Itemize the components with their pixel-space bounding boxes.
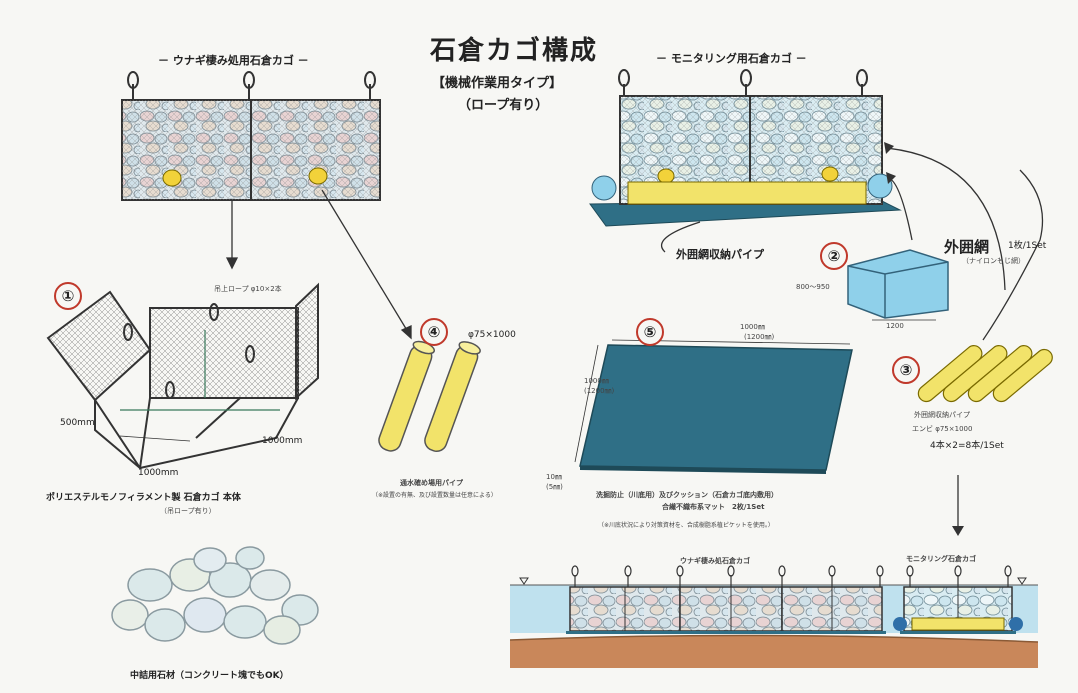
outer-net-dim-h: 800～950 <box>796 283 830 291</box>
right-heading: － モニタリング用石倉カゴ － <box>656 52 807 65</box>
outer-pipes-illustration <box>917 345 1053 403</box>
outer-net-illustration <box>847 249 949 319</box>
mat-note: （※川底状況により対策資材を、合成樹脂系植ピケットを使用。） <box>598 522 774 529</box>
rope-spec: 吊上ロープ φ10×2本 <box>214 285 282 293</box>
item-number-1: ① <box>54 282 82 310</box>
item-number-5: ⑤ <box>636 318 664 346</box>
outer-net-qty: 1枚/1Set <box>1008 241 1047 251</box>
mat-dim-top-sub: (1200㎜) <box>744 333 775 341</box>
item-number-3: ③ <box>892 356 920 384</box>
monitoring-gabion-illustration <box>589 69 902 227</box>
rope-subtitle: （ロープ有り） <box>458 98 549 113</box>
outer-net-name: 外囲網 <box>944 238 990 256</box>
mat-thickness-sub: (5㎜) <box>546 483 563 491</box>
cage-body-label: ポリエステルモノフィラメント製 石倉カゴ 本体 <box>46 493 241 503</box>
page-title: 石倉カゴ構成 <box>430 36 599 66</box>
drain-pipes-illustration <box>378 340 481 453</box>
outer-pipe-label: 外囲網収納パイプ <box>676 248 764 261</box>
filler-label: 中詰用石材（コンクリート塊でもOK） <box>130 671 289 681</box>
pipe-set-label: 外囲網収納パイプ <box>914 411 970 419</box>
mat-dim-top: 1000㎜ <box>740 323 765 331</box>
mat-dim-side: 1000㎜ <box>584 377 609 385</box>
arrow-heads-right <box>884 142 964 536</box>
unagi-gabion-illustration <box>121 71 381 201</box>
pipe-set-spec: エンビ φ75×1000 <box>912 425 973 433</box>
dim-width: 1000mm <box>138 468 179 478</box>
outer-net-dim-w: 1200 <box>886 322 904 330</box>
mat-label-1: 洗掘防止（川底用）及びクッション（石倉カゴ底内敷用） <box>596 491 778 499</box>
drain-pipe-label: 通水確め場用パイプ <box>400 479 463 487</box>
mat-thickness: 10㎜ <box>546 473 562 481</box>
open-cage-illustration <box>46 282 319 470</box>
filler-stones-illustration <box>111 546 319 645</box>
drain-pipe-spec: φ75×1000 <box>468 330 516 340</box>
item-number-4: ④ <box>420 318 448 346</box>
dim-line <box>119 435 191 442</box>
section-label-monitor: モニタリング石倉カゴ <box>906 555 976 563</box>
dim-depth: 1000mm <box>262 436 303 446</box>
cage-body-note: （吊ロープ有り） <box>160 507 216 515</box>
left-heading: － ウナギ棲み処用石倉カゴ － <box>158 54 309 67</box>
mat-dim-side-sub: (1200㎜) <box>584 387 615 395</box>
item-number-2: ② <box>820 242 848 270</box>
dim-height: 500mm <box>60 418 95 428</box>
pipe-set-qty: 4本×2=8本/1Set <box>930 441 1004 451</box>
section-label-unagi: ウナギ棲み処石倉カゴ <box>680 557 750 565</box>
type-subtitle: 【機械作業用タイプ】 <box>432 76 563 91</box>
drain-pipe-note: （※設置の有無、及び設置数量は任意による） <box>372 492 497 499</box>
arrows-left <box>225 189 412 340</box>
mat-illustration <box>579 344 853 474</box>
mat-label-2: 合繊不織布系マット 2枚/1Set <box>662 503 765 511</box>
outer-net-note: （ナイロンもじ網） <box>962 257 1025 265</box>
cross-section-illustration <box>509 565 1039 668</box>
